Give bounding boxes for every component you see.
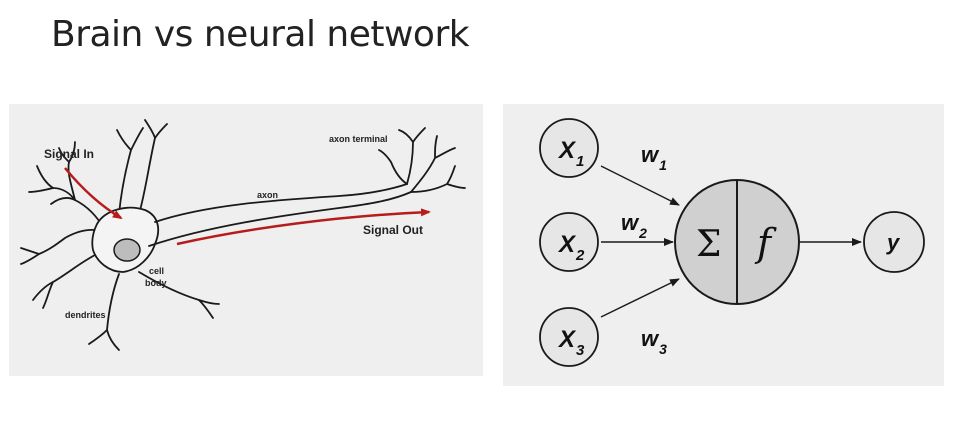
signal-out-label: Signal Out [363,223,423,237]
signal-out-arrow [176,208,431,246]
neuron-core: Σ f [674,179,800,305]
neuron-panel: Signal In Signal Out axon axon terminal … [9,104,483,376]
input-sub: 3 [576,342,585,359]
edge-x3 [600,278,680,318]
weight-sub: 1 [659,157,667,173]
weight-sub: 3 [659,341,667,357]
perceptron-panel: X1 X2 X3 w1 w2 [503,104,944,386]
sum-symbol: Σ [696,224,721,265]
svg-text:X3: X3 [557,326,585,359]
output-label: y [886,230,901,255]
weight-var: w [621,210,640,235]
input-var: X [557,231,577,258]
slide-title: Brain vs neural network [51,14,470,55]
weight-w3: w3 [641,326,667,357]
neuron-diagram: Signal In Signal Out axon axon terminal … [20,119,466,351]
output-node-y: y [863,211,925,273]
edge-x1 [600,165,680,206]
signal-in-label: Signal In [44,147,94,161]
weight-var: w [641,326,660,351]
axon-label: axon [257,190,278,200]
weight-w2: w2 [621,210,647,241]
weight-sub: 2 [638,225,647,241]
signal-in-arrow [64,167,123,220]
input-sub: 2 [575,247,585,264]
input-node-x1: X1 [539,118,599,178]
body-label: body [145,278,167,288]
cell-label: cell [149,266,164,276]
input-sub: 1 [576,153,584,170]
axon-terminal-label: axon terminal [329,134,388,144]
input-node-x3: X3 [539,307,599,367]
svg-text:X2: X2 [557,231,585,264]
svg-text:X1: X1 [557,137,584,170]
neuron-shape [20,119,466,351]
input-var: X [557,137,577,164]
input-node-x2: X2 [539,212,599,272]
weight-var: w [641,142,660,167]
dendrites-label: dendrites [65,310,106,320]
weight-w1: w1 [641,142,667,173]
nucleus [113,238,141,262]
perceptron-diagram: X1 X2 X3 w1 w2 [539,118,925,367]
input-var: X [557,326,577,353]
